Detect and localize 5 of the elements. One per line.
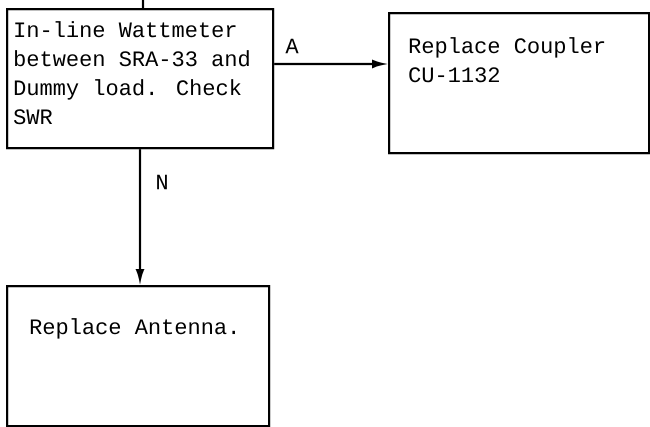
process-box: In-line Wattmeter between SRA-33 and Dummy load. Check SWR bbox=[6, 8, 274, 150]
edge-label: A bbox=[284, 38, 300, 54]
process-box: Replace Antenna. bbox=[6, 285, 270, 427]
process-box: Replace Coupler CU-1132 bbox=[388, 12, 650, 154]
edge-label: N bbox=[154, 174, 170, 190]
